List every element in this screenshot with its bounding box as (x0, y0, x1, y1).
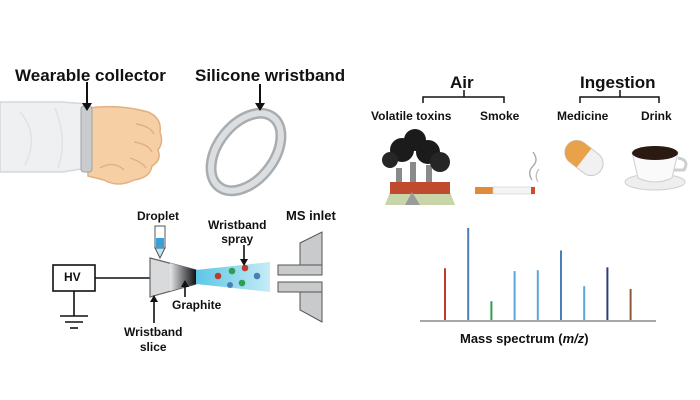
silicone-wristband-label: Silicone wristband (195, 66, 346, 85)
wristband-slice-line1: Wristband (124, 325, 183, 339)
graphite-label: Graphite (172, 298, 222, 312)
graphite-tip (170, 263, 196, 291)
droplet-label: Droplet (137, 209, 179, 223)
coffee-cup-illustration (624, 146, 688, 191)
ingestion-label: Ingestion (580, 73, 656, 92)
wristband-spray-line1: Wristband (208, 218, 267, 232)
air-label: Air (450, 73, 474, 92)
wristband-spray-line2: spray (221, 232, 254, 246)
medicine-capsule-illustration (564, 139, 604, 177)
mass-spectrum-label: Mass spectrum (m/z) (460, 331, 589, 346)
mass-spectrum-label-prefix: Mass spectrum ( (460, 331, 563, 346)
mass-spectrum-label-suffix: ) (584, 331, 589, 346)
mass-spectrum-label-mz: m/z (562, 331, 585, 346)
ms-inlet (277, 231, 323, 323)
drink-label: Drink (641, 109, 672, 123)
hv-box (52, 264, 96, 292)
ms-inlet-label: MS inlet (286, 208, 336, 223)
mass-spectrum-chart (420, 227, 656, 322)
silicone-wristband-ring (205, 107, 287, 197)
factory-illustration (382, 129, 455, 205)
smoke-label: Smoke (480, 109, 520, 123)
medicine-label: Medicine (557, 109, 609, 123)
cigarette-illustration (475, 151, 540, 195)
worn-wristband (80, 105, 93, 173)
wristband-slice-line2: slice (139, 340, 167, 354)
spray-plume (196, 262, 270, 292)
hv-label: HV (64, 270, 81, 284)
hand-illustration (0, 101, 163, 185)
wearable-collector-label: Wearable collector (15, 66, 166, 85)
volatile-toxins-label: Volatile toxins (371, 109, 452, 123)
wristband-spray-label: Wristband spray (208, 218, 266, 246)
wristband-slice-label: Wristband slice (124, 325, 182, 355)
